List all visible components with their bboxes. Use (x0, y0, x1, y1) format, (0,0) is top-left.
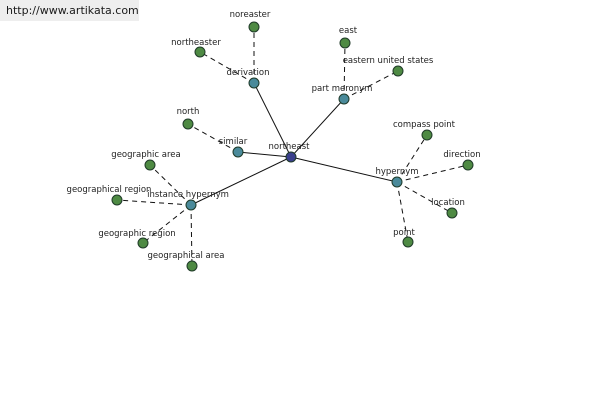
term-node-direction[interactable] (462, 159, 474, 171)
relation-node-similar[interactable] (232, 146, 244, 158)
edge-instance-hypernym-geographical-region (116, 199, 192, 206)
term-node-eastern-united-states[interactable] (392, 65, 404, 77)
edge-instance-hypernym-geographic-area (149, 164, 192, 206)
edge-derivation-northeaster (199, 51, 255, 84)
edge-hypernym-compass-point (396, 134, 428, 183)
term-node-geographical-region[interactable] (111, 194, 123, 206)
edge-hypernym-point (396, 181, 409, 243)
term-label-compass-point: compass point (393, 120, 456, 130)
term-node-geographic-region[interactable] (137, 237, 149, 249)
relation-node-derivation[interactable] (248, 77, 260, 89)
term-node-noreaster[interactable] (248, 21, 260, 33)
source-url-text: http://www.artikata.com (6, 4, 139, 17)
edge-root-derivation (253, 82, 292, 158)
edge-part-meronym-east (343, 42, 346, 100)
relation-label-instance-hypernym: instance hypernym (147, 190, 229, 200)
edge-instance-hypernym-geographical-area (190, 204, 193, 267)
edge-root-hypernym (290, 156, 398, 183)
term-label-point: point (393, 228, 415, 238)
edge-root-instance-hypernym (190, 156, 292, 206)
term-node-east[interactable] (339, 37, 351, 49)
term-label-northeaster: northeaster (171, 38, 221, 48)
term-node-compass-point[interactable] (421, 129, 433, 141)
term-label-geographical-area: geographical area (148, 251, 225, 261)
relation-node-part-meronym[interactable] (338, 93, 350, 105)
term-label-geographical-region: geographical region (67, 185, 152, 195)
relation-label-similar: similar (219, 137, 248, 147)
source-watermark: http://www.artikata.com (0, 0, 139, 21)
edge-similar-north (187, 123, 239, 153)
root-label: northeast (268, 142, 310, 152)
edges-layer (116, 27, 469, 267)
edge-part-meronym-eastern-united-states (343, 70, 399, 100)
nodes-layer (111, 21, 474, 272)
term-label-geographic-region: geographic region (98, 229, 175, 239)
labels-layer: noreaster northeaster derivation east easter… (67, 10, 481, 261)
term-label-noreaster: noreaster (230, 10, 271, 20)
term-node-point[interactable] (402, 236, 414, 248)
edge-hypernym-direction (396, 164, 469, 183)
relation-label-part-meronym: part meronym (312, 84, 373, 94)
term-label-direction: direction (443, 150, 480, 160)
edge-hypernym-location (396, 181, 453, 214)
term-node-north[interactable] (182, 118, 194, 130)
relation-label-derivation: derivation (226, 68, 269, 78)
relation-node-hypernym[interactable] (391, 176, 403, 188)
term-label-eastern-united-states: eastern united states (343, 56, 434, 66)
term-node-northeaster[interactable] (194, 46, 206, 58)
term-label-north: north (177, 107, 200, 117)
term-label-east: east (339, 26, 358, 36)
root-node[interactable] (285, 151, 297, 163)
term-node-geographic-area[interactable] (144, 159, 156, 171)
term-label-geographic-area: geographic area (111, 150, 180, 160)
relation-node-instance-hypernym[interactable] (185, 199, 197, 211)
term-node-geographical-area[interactable] (186, 260, 198, 272)
relation-label-hypernym: hypernym (375, 167, 418, 177)
term-node-location[interactable] (446, 207, 458, 219)
edge-root-similar (237, 151, 292, 158)
term-label-location: location (431, 198, 465, 208)
edge-root-part-meronym (290, 98, 345, 158)
edge-instance-hypernym-geographic-region (142, 204, 192, 244)
